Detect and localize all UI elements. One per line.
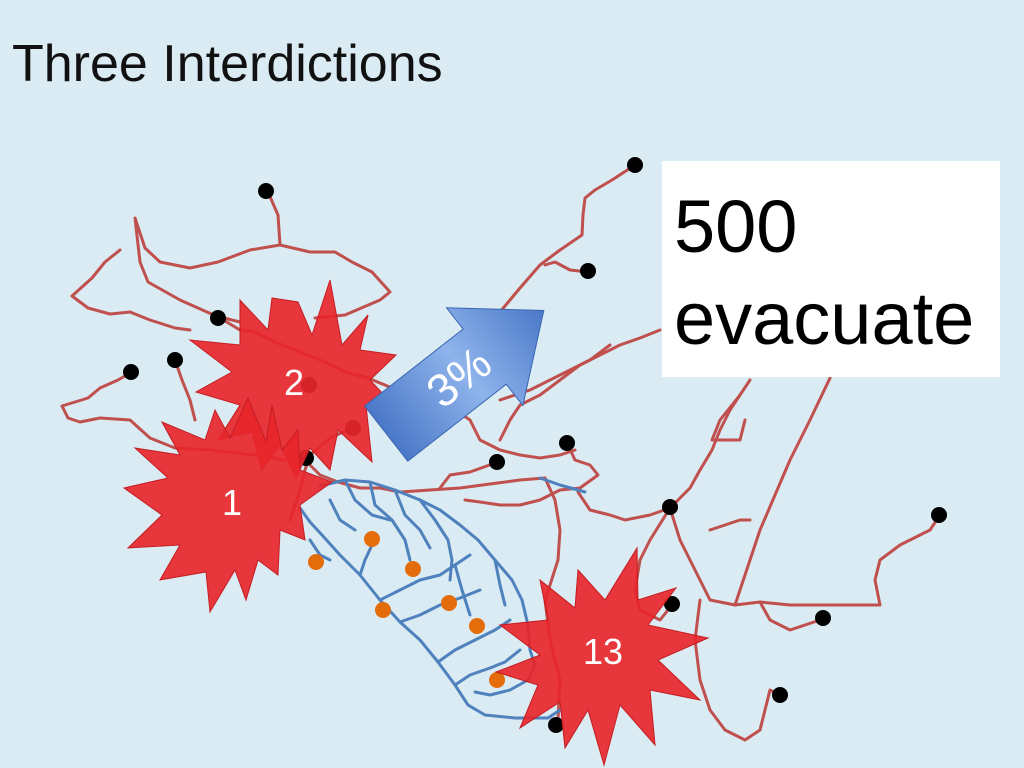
- percent-arrow: 3%: [363, 307, 545, 462]
- burst-label: 13: [583, 631, 623, 672]
- terminal-node: [559, 435, 575, 451]
- terminal-node: [662, 499, 678, 515]
- terminal-node: [258, 183, 274, 199]
- subnetwork-node: [441, 595, 457, 611]
- subnetwork-node: [308, 554, 324, 570]
- terminal-node: [664, 596, 680, 612]
- subnetwork-node: [469, 618, 485, 634]
- callout-word: evacuate: [674, 277, 975, 360]
- subnetwork-node: [489, 672, 505, 688]
- subnetwork-nodes: [308, 531, 505, 688]
- terminal-node: [210, 310, 226, 326]
- burst-shape: [122, 396, 334, 614]
- terminal-node: [489, 454, 505, 470]
- terminal-node: [123, 364, 139, 380]
- interdiction-burst-1: 1: [122, 396, 334, 614]
- terminal-node: [548, 717, 564, 733]
- subnetwork-node: [405, 561, 421, 577]
- terminal-node: [931, 507, 947, 523]
- terminal-node: [815, 610, 831, 626]
- slide-title: Three Interdictions: [12, 35, 443, 93]
- evacuate-callout: 500 evacuate: [662, 161, 1000, 377]
- callout-number: 500: [674, 185, 798, 268]
- burst-label: 1: [222, 482, 242, 523]
- burst-shape: [494, 546, 710, 767]
- arrow-shape: [363, 307, 545, 462]
- sub-network: [298, 476, 587, 720]
- terminal-node: [580, 263, 596, 279]
- burst-label: 2: [284, 362, 304, 403]
- interdiction-burst-13: 13: [494, 546, 710, 767]
- subnetwork-node: [375, 602, 391, 618]
- terminal-node: [167, 352, 183, 368]
- subnetwork-node: [364, 531, 380, 547]
- terminal-node: [627, 157, 643, 173]
- terminal-node: [772, 687, 788, 703]
